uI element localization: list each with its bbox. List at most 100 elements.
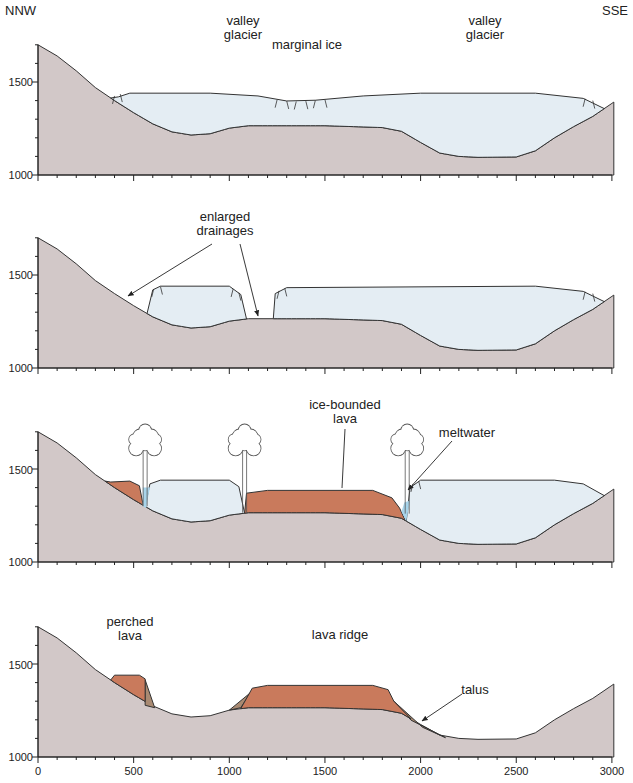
axis-tick [439,175,440,178]
axis-tick [133,757,134,763]
axis-label: 1500 [313,765,337,778]
leader-line [128,244,212,296]
axis-tick [35,237,38,238]
crevasse-mark [583,99,585,107]
axis-label: 500 [124,765,142,778]
axis-tick [114,175,115,178]
axis-tick [76,757,77,760]
steam-plume [246,450,247,512]
axis-tick [171,175,172,178]
axis-tick [95,562,96,565]
axis-tick [573,757,574,760]
axis-tick [439,562,440,565]
axis-tick [114,368,115,371]
axis-tick [35,156,38,157]
axis-tick [458,562,459,565]
axis-tick [497,368,498,371]
axis-label: 3000 [600,765,624,778]
feature-label: marginal ice [272,38,342,52]
steam-cloud [251,434,261,444]
axis-tick [35,293,38,294]
leader-line [408,441,452,490]
axis-tick [114,562,115,565]
axis-label: 2000 [408,765,432,778]
axis-tick [611,368,612,374]
axis-tick [229,562,230,568]
lava-body [241,685,411,718]
axis-tick [35,63,38,64]
axis-tick [420,562,421,568]
axis-tick [210,175,211,178]
steam-cloud [251,434,261,444]
axis-tick [477,368,478,371]
axis-tick [305,175,306,178]
axis-tick [592,175,593,178]
steam-cloud [229,434,239,444]
axis-tick [554,562,555,565]
axis-tick [305,757,306,760]
axis-tick [497,757,498,760]
axis-tick [497,562,498,565]
crevasse-mark [294,102,296,110]
crevasse-mark [275,100,277,108]
crevasse-mark [231,289,233,297]
axis-tick [554,368,555,371]
axis-tick [35,738,38,739]
leader-line [422,694,462,721]
glacier-ice [406,480,604,544]
axis-tick [267,562,268,565]
axis-tick [382,757,383,760]
axis-tick [363,757,364,760]
axis-tick [267,368,268,371]
axis-tick [344,368,345,371]
axis-tick [401,757,402,760]
axis-tick [382,175,383,178]
axis-tick [229,757,230,763]
axis-label: 1000 [9,169,33,182]
feature-label: valley glacier [212,14,274,42]
axis-tick [363,368,364,371]
axis-tick [286,175,287,178]
axis-tick [35,119,38,120]
axis-tick [420,757,421,763]
steam-cloud [129,434,139,444]
axis-tick [248,757,249,760]
axis-tick [420,175,421,181]
axis-tick [554,757,555,760]
axis-tick [344,175,345,178]
axis-tick [133,368,134,374]
axis-tick [516,368,517,374]
feature-label: NNW [5,4,36,18]
axis-tick [171,757,172,760]
steam-plume [405,450,406,513]
axis-tick [152,562,153,565]
axis-tick [344,757,345,760]
y-axis [38,238,39,368]
feature-label: valley glacier [454,14,516,42]
axis-tick [229,368,230,374]
meltwater-pond [143,488,150,508]
crevasse-mark [583,292,585,300]
axis-tick [229,175,230,181]
axis-tick [35,349,38,350]
axis-label: 1000 [9,556,33,569]
lava-body [105,481,143,505]
axis-tick [191,175,192,178]
steam-plume [409,450,410,513]
axis-tick [458,175,459,178]
axis-tick [535,562,536,565]
y-axis [38,45,39,175]
axis-tick [133,175,134,181]
axis-tick [248,562,249,565]
axis-tick [497,175,498,178]
axis-tick [152,175,153,178]
axis-tick [35,312,38,313]
axis-tick [458,757,459,760]
axis-tick [248,175,249,178]
axis-tick [286,757,287,760]
axis-tick [477,757,478,760]
axis-label: 1500 [9,76,33,89]
axis-tick [38,757,39,763]
axis-tick [401,562,402,565]
steam-cloud [239,424,251,436]
